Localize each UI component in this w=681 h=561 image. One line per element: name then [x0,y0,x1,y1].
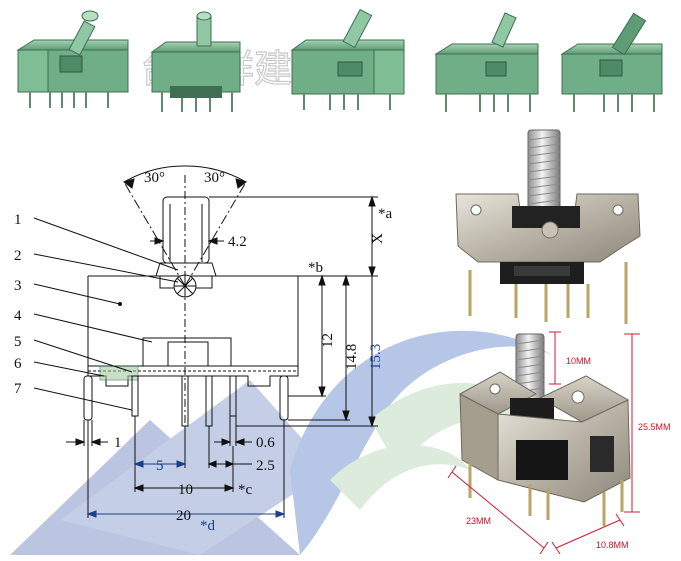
shaft-length-label: 10MM [566,356,591,366]
ref-b-label: *b [308,260,323,276]
pitch-5-label: 5 [156,458,164,474]
ref-d-label: *d [200,518,216,534]
part-label-4: 4 [14,308,22,324]
switch-render-4 [434,12,539,112]
part-label-2: 2 [14,248,22,264]
pitch-2-5-label: 2.5 [256,458,275,474]
part-label-3: 3 [14,278,22,294]
width-20-label: 20 [176,508,191,524]
photo-dimensions [447,331,640,555]
depth-label: 10.8MM [596,540,629,550]
switch-render-3 [290,8,405,110]
span-10-label: 10 [178,482,193,498]
part-label-6: 6 [14,356,22,372]
switch-render-2 [150,11,241,112]
dimension-labels: 30° 30° 4.2 *a X *b 12 14.8 15.3 1 0.6 5… [114,170,393,534]
shaft-width-label: 4.2 [228,234,247,250]
part-labels: 1 2 3 4 5 6 7 [14,212,22,397]
switch-render-5 [560,12,663,112]
x-label: X [370,233,386,244]
photo-iso-view [458,333,631,526]
dim-15-3-label: 15.3 [368,344,384,370]
switch-render-1 [16,10,129,108]
part-label-1: 1 [14,212,22,228]
ref-a-label: *a [378,206,393,222]
angle-left-label: 30° [144,170,165,186]
dim-14-8-label: 14.8 [344,344,360,370]
ref-c-label: *c [238,482,253,498]
height-label: 25.5MM [638,422,671,432]
technical-drawing [33,165,378,518]
dim-12-label: 12 [320,333,336,348]
photo-dimension-labels: 10MM 25.5MM 23MM 10.8MM [466,356,671,550]
part-label-5: 5 [14,334,22,350]
pin-thick-label: 0.6 [256,435,275,451]
pin-width-label: 1 [114,435,122,451]
length-label: 23MM [466,516,491,526]
angle-right-label: 30° [204,170,225,186]
part-label-7: 7 [14,381,22,397]
photo-front-view [455,129,641,324]
